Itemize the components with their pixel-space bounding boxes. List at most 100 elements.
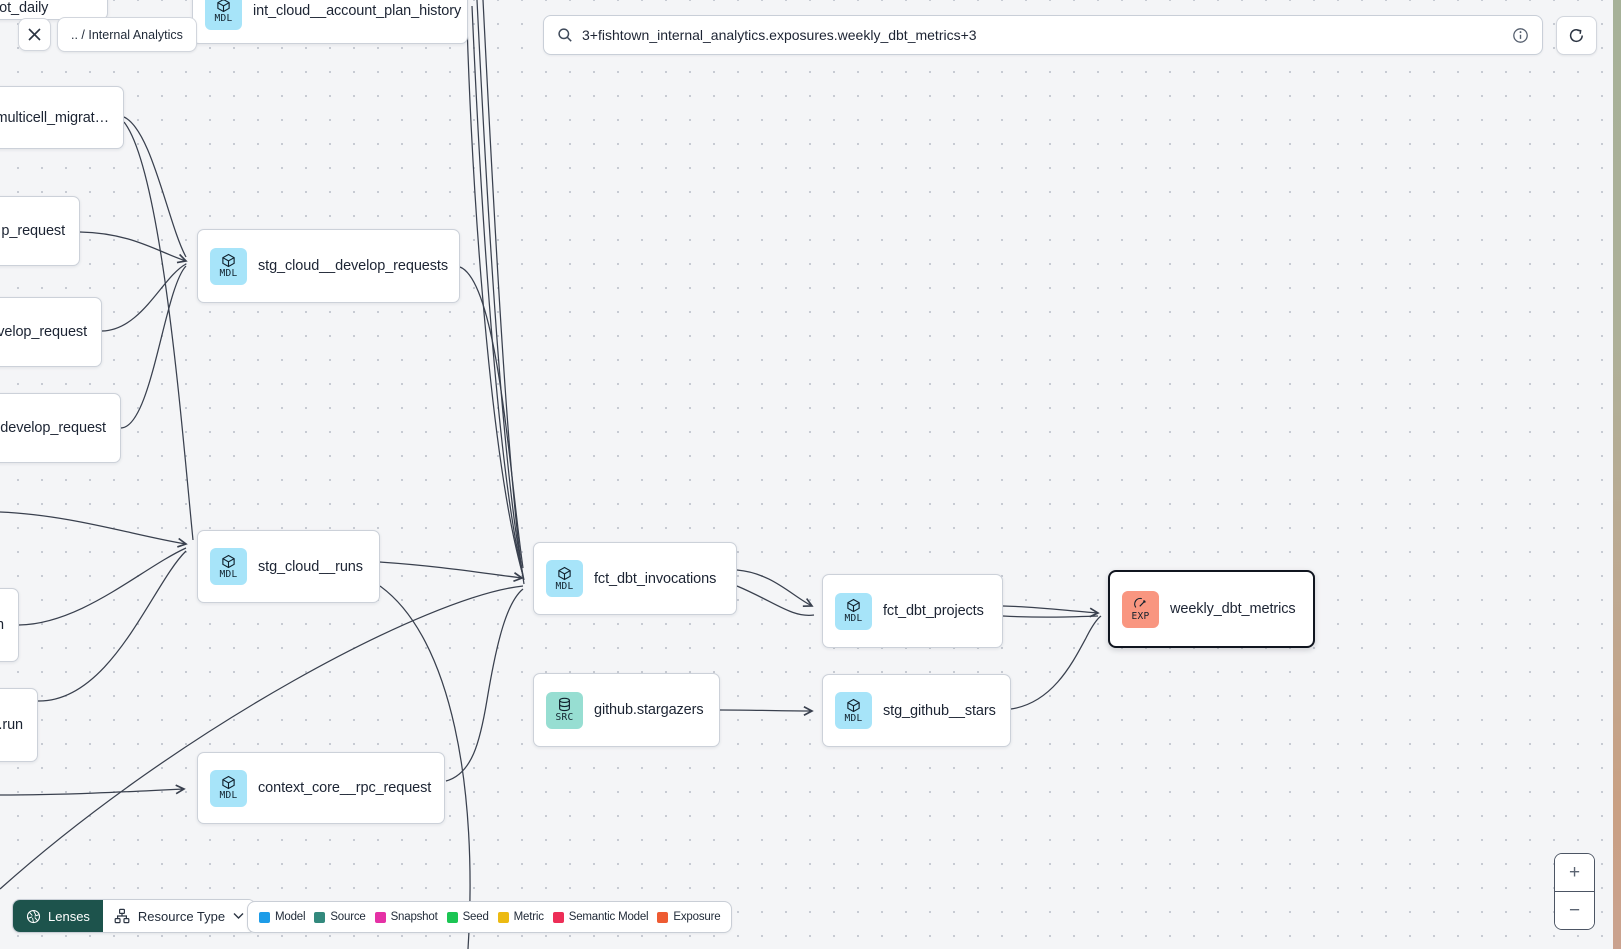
graph-edge — [719, 705, 814, 717]
graph-edge — [1002, 605, 1100, 618]
zoom-out-button[interactable]: − — [1555, 892, 1594, 929]
model-badge: MDL — [210, 548, 247, 585]
info-icon[interactable] — [1512, 27, 1529, 44]
graph-node-int_cloud__account_plan_history[interactable]: MDL int_cloud__account_plan_history — [192, 0, 468, 44]
source-badge: SRC — [546, 691, 583, 729]
breadcrumb[interactable]: .. / Internal Analytics — [57, 17, 197, 52]
legend-swatch — [314, 911, 326, 923]
legend-label: Source — [330, 911, 366, 923]
node-label: context_core__rpc_request — [258, 780, 432, 796]
resource-type-dropdown[interactable]: Resource Type — [102, 900, 256, 932]
close-icon — [28, 28, 41, 41]
graph-node-velop_request[interactable]: velop_request — [0, 297, 102, 367]
graph-node-weekly_dbt_metrics[interactable]: EXP weekly_dbt_metrics — [1108, 570, 1315, 648]
graph-edge — [459, 266, 524, 569]
graph-node-stg_github__stars[interactable]: MDL stg_github__stars — [822, 674, 1011, 747]
lenses-icon — [26, 909, 41, 924]
graph-node-n_node[interactable]: n — [0, 588, 19, 662]
node-label: int_cloud__account_plan_history — [253, 3, 462, 19]
cube-icon — [217, 0, 230, 13]
graph-node-context_core__rpc_request[interactable]: MDL context_core__rpc_request — [197, 752, 445, 824]
legend-label: Exposure — [673, 911, 721, 923]
graph-node-run_node[interactable]: .run — [0, 688, 38, 762]
legend-swatch — [446, 911, 458, 923]
graph-edge — [37, 550, 187, 702]
sitemap-icon — [114, 908, 130, 924]
refresh-button[interactable] — [1556, 16, 1597, 55]
badge-label: MDL — [214, 13, 233, 24]
legend-swatch — [497, 911, 509, 923]
graph-edge — [123, 121, 194, 541]
legend-swatch — [657, 911, 669, 923]
badge-label: EXP — [1131, 611, 1150, 622]
legend-label: Model — [275, 911, 306, 923]
graph-edge — [379, 561, 524, 583]
search-icon — [557, 27, 573, 43]
zoom-in-button[interactable]: + — [1555, 854, 1594, 892]
graph-node-multicell_migrat[interactable]: multicell_migrat… — [0, 86, 124, 149]
search-input[interactable]: 3+fishtown_internal_analytics.exposures.… — [582, 27, 977, 43]
lenses-button[interactable]: Lenses — [13, 900, 103, 932]
graph-edge — [466, 24, 523, 573]
badge-label: MDL — [219, 568, 238, 580]
node-label: n — [0, 617, 4, 633]
legend-item-source: Source — [314, 911, 366, 923]
cube-icon — [558, 566, 571, 580]
node-label: fct_dbt_projects — [883, 603, 984, 619]
graph-edge — [445, 588, 524, 782]
graph-edge — [471, 5, 524, 577]
graph-edge — [1010, 615, 1102, 710]
model-badge: MDL — [835, 692, 872, 729]
graph-node-p_request[interactable]: p_request — [0, 196, 80, 266]
node-label: stg_github__stars — [883, 702, 996, 719]
legend-item-semantic-model: Semantic Model — [552, 911, 649, 923]
breadcrumb-label: .. / Internal Analytics — [71, 27, 183, 42]
gauge-icon — [1134, 597, 1146, 608]
graph-edge — [736, 585, 815, 616]
graph-node-github.stargazers[interactable]: SRC github.stargazers — [533, 673, 720, 747]
graph-edge — [79, 231, 188, 264]
cube-icon — [847, 598, 860, 613]
legend-label: Metric — [513, 911, 544, 923]
legend-item-exposure: Exposure — [657, 911, 721, 923]
search-bar[interactable]: 3+fishtown_internal_analytics.exposures.… — [543, 15, 1543, 55]
node-label: .run — [0, 717, 23, 733]
lenses-label: Lenses — [48, 908, 90, 924]
cube-icon — [847, 698, 860, 712]
legend-item-model: Model — [259, 911, 306, 923]
desktop-wallpaper-sliver — [1613, 0, 1621, 949]
cube-icon — [222, 775, 235, 790]
graph-edge — [0, 585, 524, 890]
exposure-badge: EXP — [1122, 590, 1159, 628]
graph-edge — [0, 511, 188, 548]
graph-node-develop_request[interactable]: develop_request — [0, 393, 121, 463]
graph-edge — [18, 547, 187, 626]
badge-label: MDL — [555, 580, 574, 592]
graph-edge — [101, 263, 187, 332]
model-badge: MDL — [210, 769, 247, 807]
model-badge: MDL — [835, 592, 872, 630]
badge-label: MDL — [844, 712, 863, 724]
node-label: github.stargazers — [594, 702, 704, 718]
graph-node-fct_dbt_projects[interactable]: MDL fct_dbt_projects — [822, 574, 1003, 648]
close-button[interactable] — [18, 18, 51, 51]
legend-item-metric: Metric — [497, 911, 544, 923]
zoom-controls: + − — [1554, 853, 1595, 930]
node-label: multicell_migrat… — [0, 109, 109, 126]
legend-swatch — [552, 911, 564, 923]
model-badge: MDL — [205, 0, 242, 30]
node-label: stg_cloud__develop_requests — [258, 258, 448, 274]
graph-edge — [120, 265, 187, 429]
graph-edge — [0, 784, 186, 796]
graph-edge — [736, 569, 814, 608]
graph-edge — [123, 116, 187, 258]
graph-node-snapshot_daily[interactable]: snapshot_daily — [0, 0, 108, 20]
node-label: weekly_dbt_metrics — [1170, 601, 1296, 617]
legend-swatch — [374, 911, 386, 923]
legend-label: Snapshot — [390, 911, 438, 923]
resource-type-label: Resource Type — [137, 908, 226, 924]
